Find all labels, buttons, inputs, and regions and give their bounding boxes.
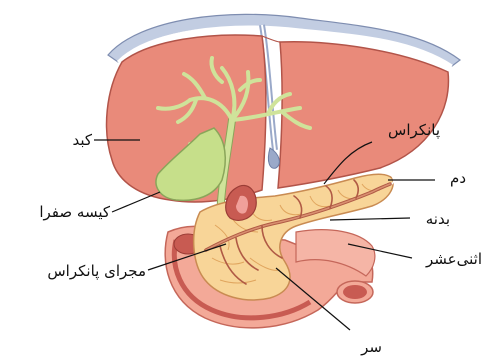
label-gallbladder: کیسه صفرا [39, 203, 110, 221]
leader-gallbladder [112, 192, 160, 212]
label-liver: کبد [72, 131, 92, 149]
label-head: سر [360, 338, 382, 356]
label-pancreatic-duct: مجرای پانکراس [47, 262, 146, 281]
label-tail: دم [450, 169, 466, 187]
leader-body [330, 218, 410, 220]
label-body: بدنه [426, 210, 450, 228]
label-duodenum: اثنی‌عشر [425, 250, 482, 268]
label-pancreas: پانکراس [388, 121, 440, 140]
